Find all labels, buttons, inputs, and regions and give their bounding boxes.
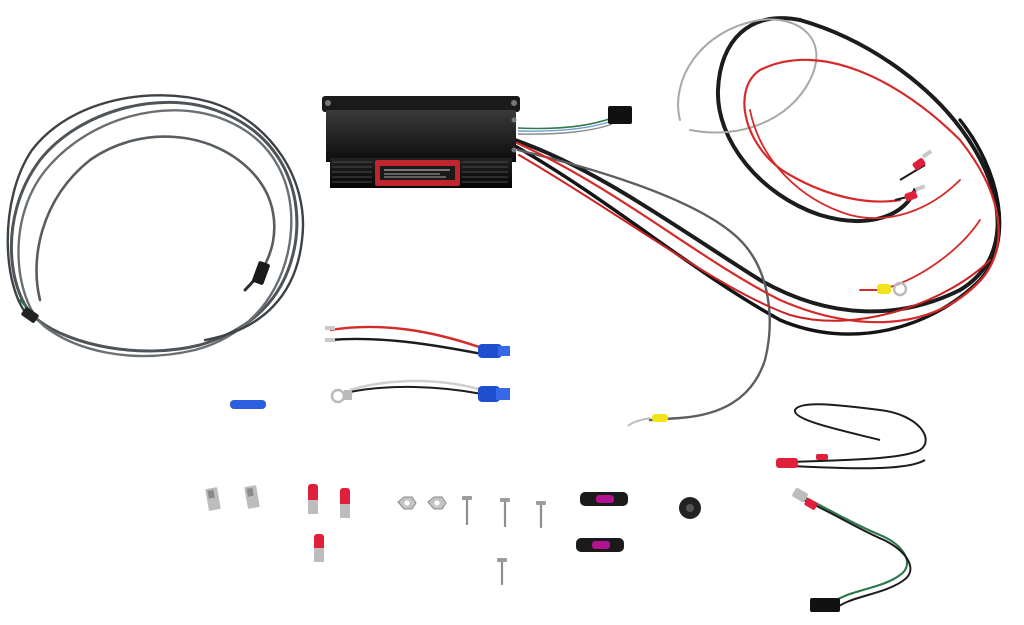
wire-clips — [576, 492, 628, 552]
rubber-grommet — [679, 497, 701, 519]
green-black-pigtail — [792, 487, 912, 612]
small-red-terminals-upper — [894, 149, 933, 202]
yellow-ring-terminal — [877, 281, 908, 297]
twisted-harness-loop — [6, 94, 305, 358]
gray-wire-yellow-terminal — [627, 414, 668, 427]
spade-terminals-silver — [205, 485, 260, 511]
red-black-jumper-blue-terminal — [325, 325, 510, 358]
main-wiring-bundle — [513, 16, 1002, 422]
hex-nuts — [397, 496, 447, 510]
blue-butt-connector — [230, 400, 266, 409]
module-small-connector — [517, 106, 632, 135]
black-twin-jumper — [776, 403, 927, 470]
red-insulated-terminals — [308, 484, 350, 562]
screws — [462, 496, 546, 586]
ignition-module-box — [322, 96, 520, 188]
black-white-jumper-blue-terminal — [330, 379, 510, 404]
